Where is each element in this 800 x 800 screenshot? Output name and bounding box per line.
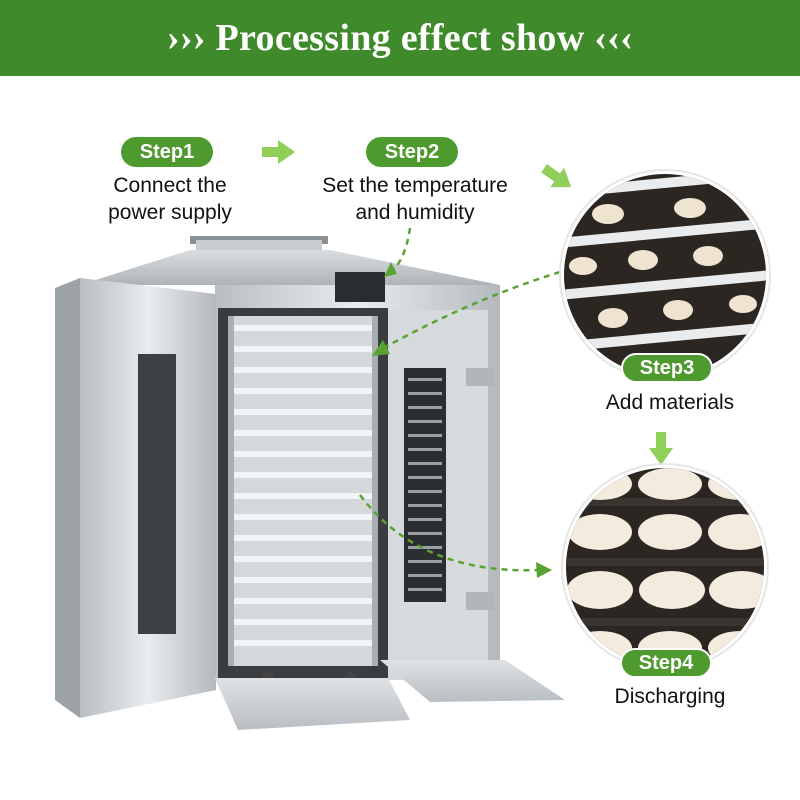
arrow-down-right-icon [541, 164, 572, 188]
header-banner: ››› Processing effect show ‹‹‹ [0, 0, 800, 76]
door-hinge [466, 592, 494, 610]
step4-proofed-dough-photo [561, 463, 769, 671]
door-hinge [466, 368, 494, 386]
step4-badge: Step4 [620, 648, 712, 678]
step3-dough-trays-photo [559, 169, 771, 381]
step1-description-line-2: power supply [108, 201, 232, 224]
page-title: ››› Processing effect show ‹‹‹ [166, 17, 634, 59]
step3-badge: Step3 [621, 353, 713, 383]
arrow-down-icon [649, 432, 673, 465]
arrow-right-icon [262, 140, 295, 164]
step4-description: Discharging [614, 685, 726, 708]
tray-trolley [228, 316, 378, 684]
left-ramp [215, 678, 410, 730]
step2-description-line-2: and humidity [355, 201, 475, 224]
step1-badge: Step1 [121, 137, 213, 167]
step3-description: Add materials [605, 391, 735, 414]
step2-badge: Step2 [366, 137, 458, 167]
cabinet-top [80, 250, 500, 285]
right-ramp [380, 660, 565, 702]
proofer-machine-illustration [55, 236, 565, 730]
step2-description: Set the temperature and humidity [300, 172, 530, 226]
control-panel [335, 272, 385, 302]
door-glass [138, 354, 176, 634]
step1-description-line-1: Connect the [113, 174, 227, 197]
step2-description-line-1: Set the temperature [322, 174, 508, 197]
step1-description: Connect the power supply [80, 172, 260, 226]
